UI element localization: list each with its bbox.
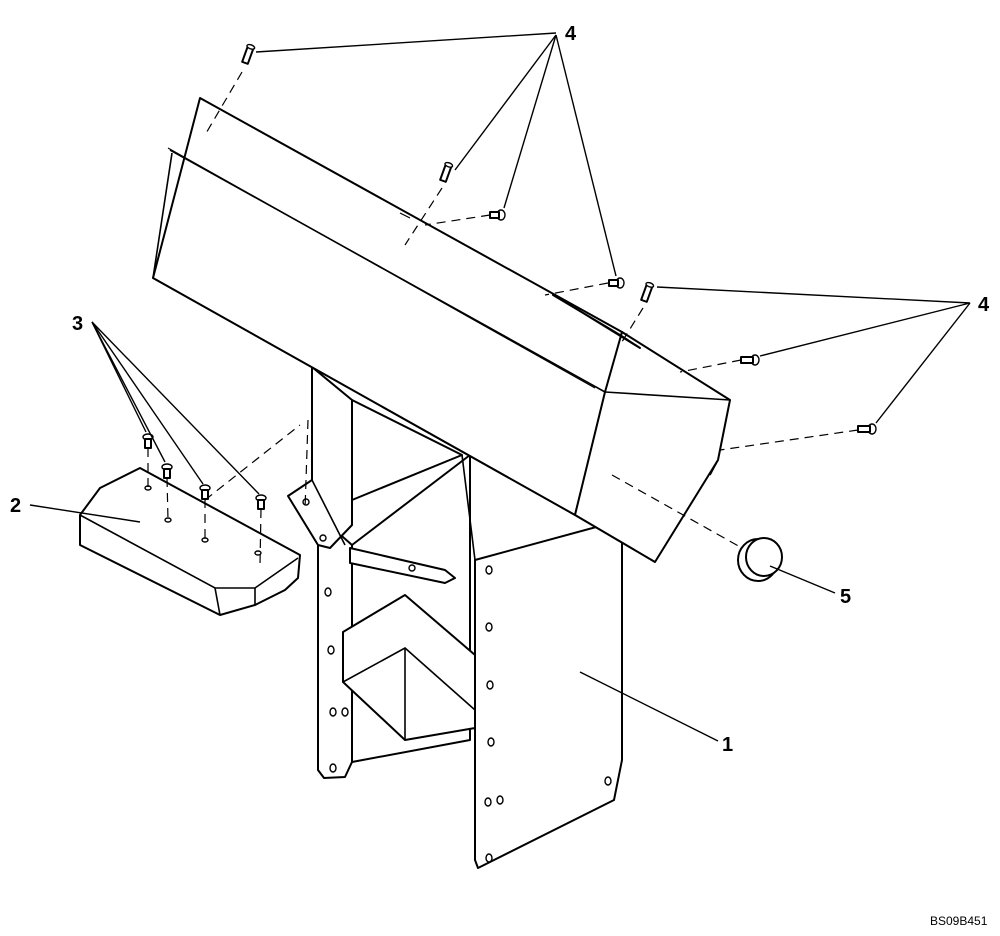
callout-3: 3: [72, 313, 83, 335]
bracket-angle-tab: [349, 547, 456, 584]
screws-part-3: [142, 433, 267, 566]
fastener-4c: [489, 209, 506, 221]
fastener-4d: [608, 277, 625, 289]
fasteners-part-4: [204, 43, 877, 511]
screw-3c: [199, 484, 211, 500]
callout-5: 5: [840, 586, 851, 608]
callout-4-top: 4: [565, 23, 577, 45]
bracket-front-plate: [474, 519, 623, 869]
cover-housing: [152, 97, 731, 563]
fastener-4e: [640, 281, 655, 303]
step-plate-body: [79, 467, 301, 616]
callout-4-right: 4: [978, 294, 990, 316]
bracket-neck: [351, 399, 463, 501]
drawing-id-label: BS09B451: [930, 914, 988, 928]
step-plate-part-2: [79, 467, 301, 616]
screw-3d: [255, 494, 267, 510]
screw-3b: [161, 463, 173, 479]
bracket-gusset: [287, 366, 353, 549]
fastener-4a: [241, 43, 256, 65]
leader-lines: [29, 32, 971, 742]
callout-1: 1: [722, 734, 733, 756]
support-bracket-part-1: [287, 366, 623, 869]
fastener-4b: [439, 161, 454, 183]
fastener-4g: [857, 423, 877, 435]
callout-2: 2: [10, 495, 21, 517]
cover-top-plate: [552, 294, 641, 349]
fastener-4f: [740, 354, 760, 366]
